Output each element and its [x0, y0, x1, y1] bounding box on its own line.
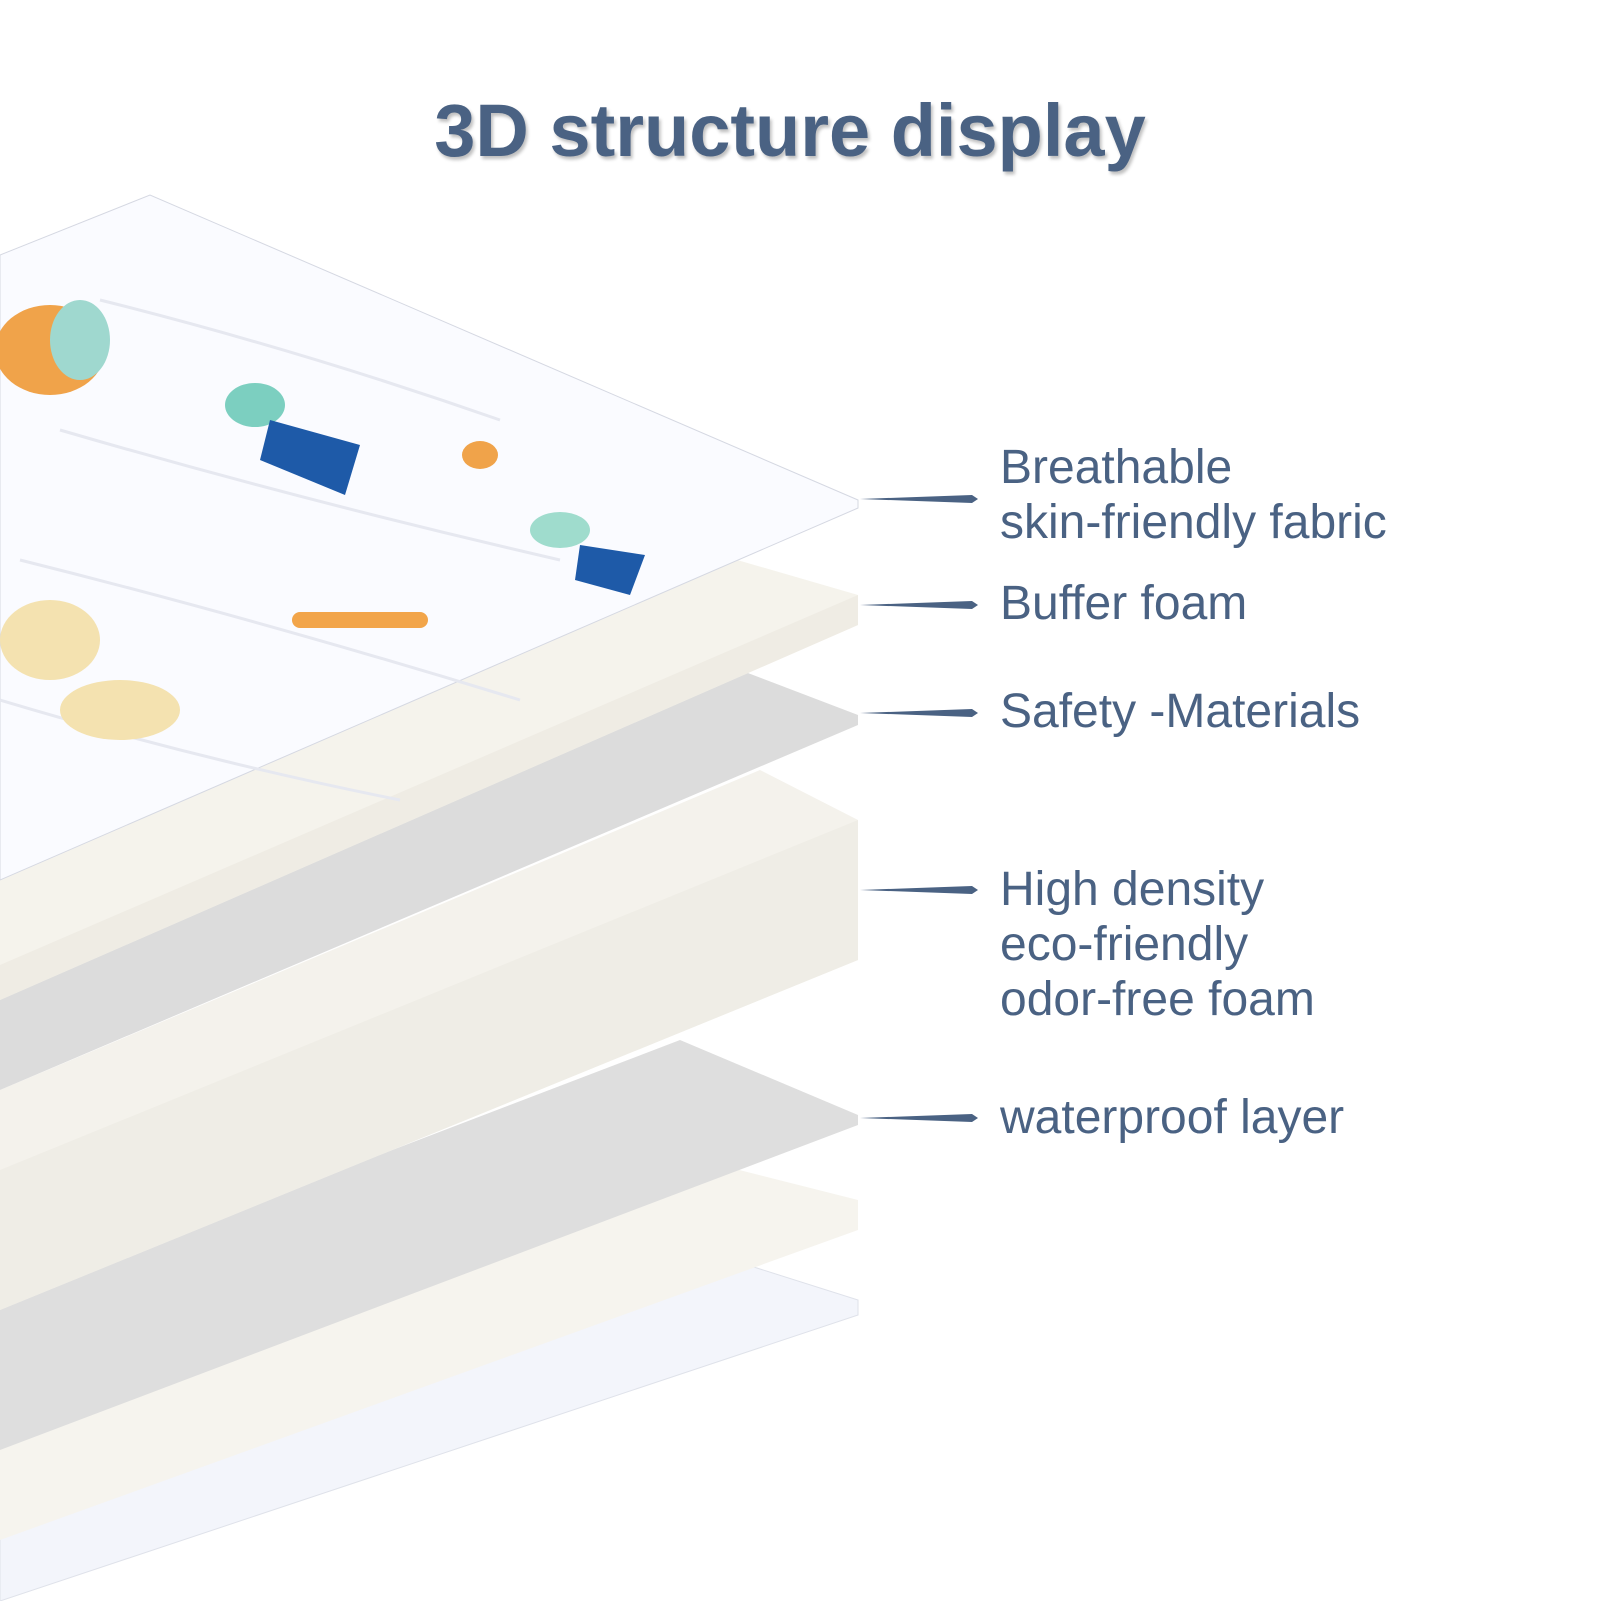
label-high-density-foam: High density eco-friendly odor-free foam [1000, 862, 1315, 1027]
safety-materials-layer [0, 670, 858, 1090]
waterproof-layer [0, 1040, 858, 1450]
leader-line-icon [860, 886, 978, 894]
label-buffer-foam: Buffer foam [1000, 576, 1247, 631]
label-safety-materials: Safety -Materials [1000, 684, 1360, 739]
label-line: odor-free foam [1000, 973, 1315, 1026]
label-line: High density [1000, 863, 1265, 916]
label-line: Buffer foam [1000, 577, 1248, 630]
label-line: skin-friendly fabric [1000, 496, 1387, 549]
fabric-quilt-pattern [0, 298, 561, 802]
leader-line-icon [860, 709, 978, 717]
label-line: Breathable [1000, 441, 1233, 494]
top-fabric-layer [0, 194, 859, 881]
label-line: waterproof layer [1000, 1091, 1345, 1144]
label-line: eco-friendly [1000, 918, 1249, 971]
label-breathable-fabric: Breathable skin-friendly fabric [1000, 440, 1387, 550]
leader-line-icon [860, 495, 978, 503]
label-waterproof-layer: waterproof layer [1000, 1090, 1344, 1145]
leader-line-icon [860, 601, 978, 609]
label-line: Safety -Materials [1000, 685, 1361, 738]
leader-line-icon [860, 1114, 978, 1122]
fabric-print-motifs [0, 300, 645, 740]
page-title: 3D structure display [434, 89, 1146, 172]
bottom-cream-layer [0, 1160, 858, 1540]
